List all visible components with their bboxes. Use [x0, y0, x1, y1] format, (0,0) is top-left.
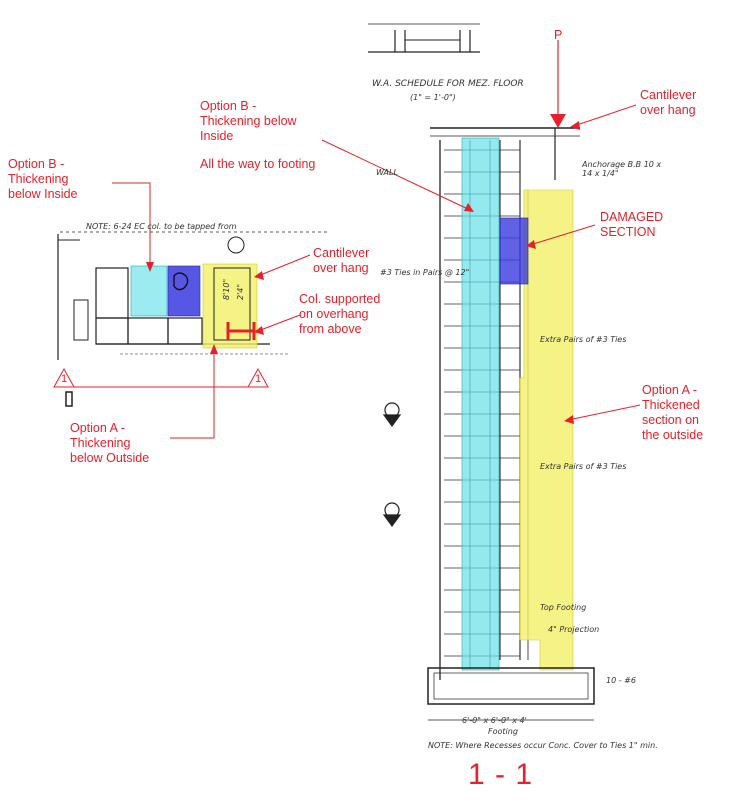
damaged-label: DAMAGED SECTION	[600, 210, 664, 239]
option-b-plan-fill	[130, 265, 168, 317]
plan-detail	[57, 231, 330, 360]
load-marker: P	[554, 28, 563, 42]
option-b-main-label: Option B - Thickening below Inside	[200, 99, 297, 143]
option-a-left-label: Option A - Thickening below Outside	[70, 421, 150, 465]
cantilever-left-label: Cantilever over hang	[313, 246, 370, 275]
damaged-section-fill	[499, 217, 529, 285]
section-cut-line	[53, 367, 269, 388]
leader-arrows	[112, 40, 641, 439]
section-marker-left: 1	[61, 373, 68, 385]
option-a-section-fill	[519, 189, 574, 671]
plan-dim: 8'10"	[222, 278, 231, 300]
option-b-main-note: All the way to footing	[200, 157, 316, 171]
cantilever-right-label: Cantilever over hang	[640, 88, 697, 117]
wall-label: WALL	[376, 168, 398, 177]
extra-pairs-1: Extra Pairs of #3 Ties	[540, 335, 627, 344]
bars-label: 10 - #6	[606, 676, 636, 685]
option-b-left-label: Option B - Thickening below Inside	[8, 157, 78, 201]
footing-label: Footing	[488, 727, 518, 736]
damaged-plan-fill	[167, 265, 201, 317]
option-b-section-fill	[461, 137, 500, 671]
top-footing: Top Footing	[540, 603, 587, 612]
option-a-right-label: Option A - Thickened section on the outs…	[642, 383, 704, 442]
column-symbol	[226, 322, 256, 340]
col-supported-label: Col. supported on overhang from above	[299, 292, 381, 336]
bottom-note: NOTE: Where Recesses occur Conc. Cover t…	[428, 741, 658, 750]
ties-label: #3 Ties in Pairs @ 12"	[380, 268, 470, 277]
footing-size: 6'-0" x 6'-0" x 4'	[462, 716, 527, 725]
section-title: 1 - 1	[468, 758, 534, 791]
section-marker-right: 1	[255, 373, 262, 385]
projection: 4" Projection	[548, 625, 600, 634]
schedule-title: W.A. SCHEDULE FOR MEZ. FLOOR	[372, 79, 524, 89]
extra-pairs-2: Extra Pairs of #3 Ties	[540, 462, 627, 471]
option-a-plan-fill	[202, 263, 258, 349]
anchor-label: Anchorage B.B 10 x 14 x 1/4"	[582, 160, 662, 178]
footing	[427, 667, 595, 721]
plan-dim2: 2'4"	[236, 283, 245, 300]
scale-label: (1" = 1'-0")	[410, 93, 456, 102]
section-symbols	[382, 402, 402, 528]
plan-note: NOTE: 6-24 EC col. to be tapped from	[86, 222, 237, 231]
